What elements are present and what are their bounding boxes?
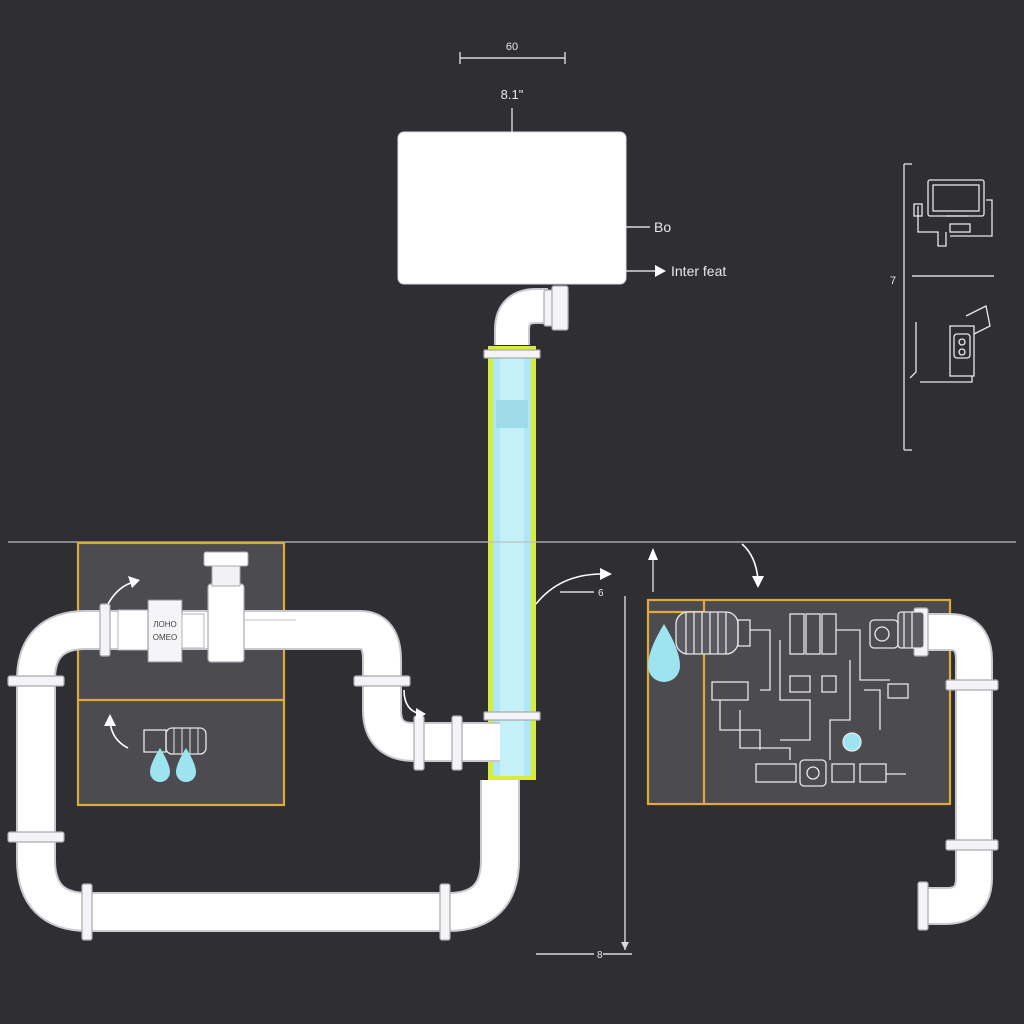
- water-droplet-icon: [648, 624, 680, 682]
- arrow-right-small-icon: [416, 708, 426, 720]
- middle-dimension: 6 8: [535, 543, 764, 961]
- inlet-label: Inter feat: [671, 263, 726, 279]
- arrow-right-icon: [600, 568, 612, 580]
- arrow-down-icon: [752, 576, 764, 588]
- top-dimension: 60 8.1": [459, 41, 566, 132]
- arrow-up-small-icon: [104, 714, 116, 726]
- arrow-up-icon: [648, 548, 658, 560]
- top-dimension-label: 60: [506, 41, 518, 53]
- right-equipment-sketch: [675, 611, 925, 787]
- inlet-arrow-icon: [655, 265, 666, 277]
- valve-tag-line1: ЛОНО: [153, 620, 176, 629]
- top-sub-dimension-label: 8.1": [501, 87, 524, 102]
- arrow-up-icon: [128, 576, 140, 588]
- wall-detail-sketch: 7: [890, 163, 994, 451]
- bottom-dimension-label: 8: [597, 950, 603, 961]
- valve-tag-line2: ОМЕО: [153, 633, 177, 642]
- valve-tag: [147, 599, 183, 663]
- left-valve-assembly: ЛОНО ОМЕО: [107, 551, 296, 663]
- left-pipe-loop: [7, 603, 520, 941]
- outlet-icon: [909, 305, 991, 383]
- right-tick-label: 7: [890, 275, 896, 287]
- water-droplet-icon: [176, 748, 196, 782]
- tank-outlet-elbow: [494, 285, 569, 348]
- tank-callouts: Bo Inter feat: [626, 219, 726, 279]
- middle-dimension-label: 6: [598, 588, 604, 599]
- monitor-icon: [913, 179, 993, 247]
- vertical-riser: [483, 346, 541, 780]
- tank: [397, 131, 627, 285]
- tank-side-label: Bo: [654, 219, 671, 235]
- left-pump-sketch: [104, 714, 207, 782]
- water-droplet-icon: [150, 748, 170, 782]
